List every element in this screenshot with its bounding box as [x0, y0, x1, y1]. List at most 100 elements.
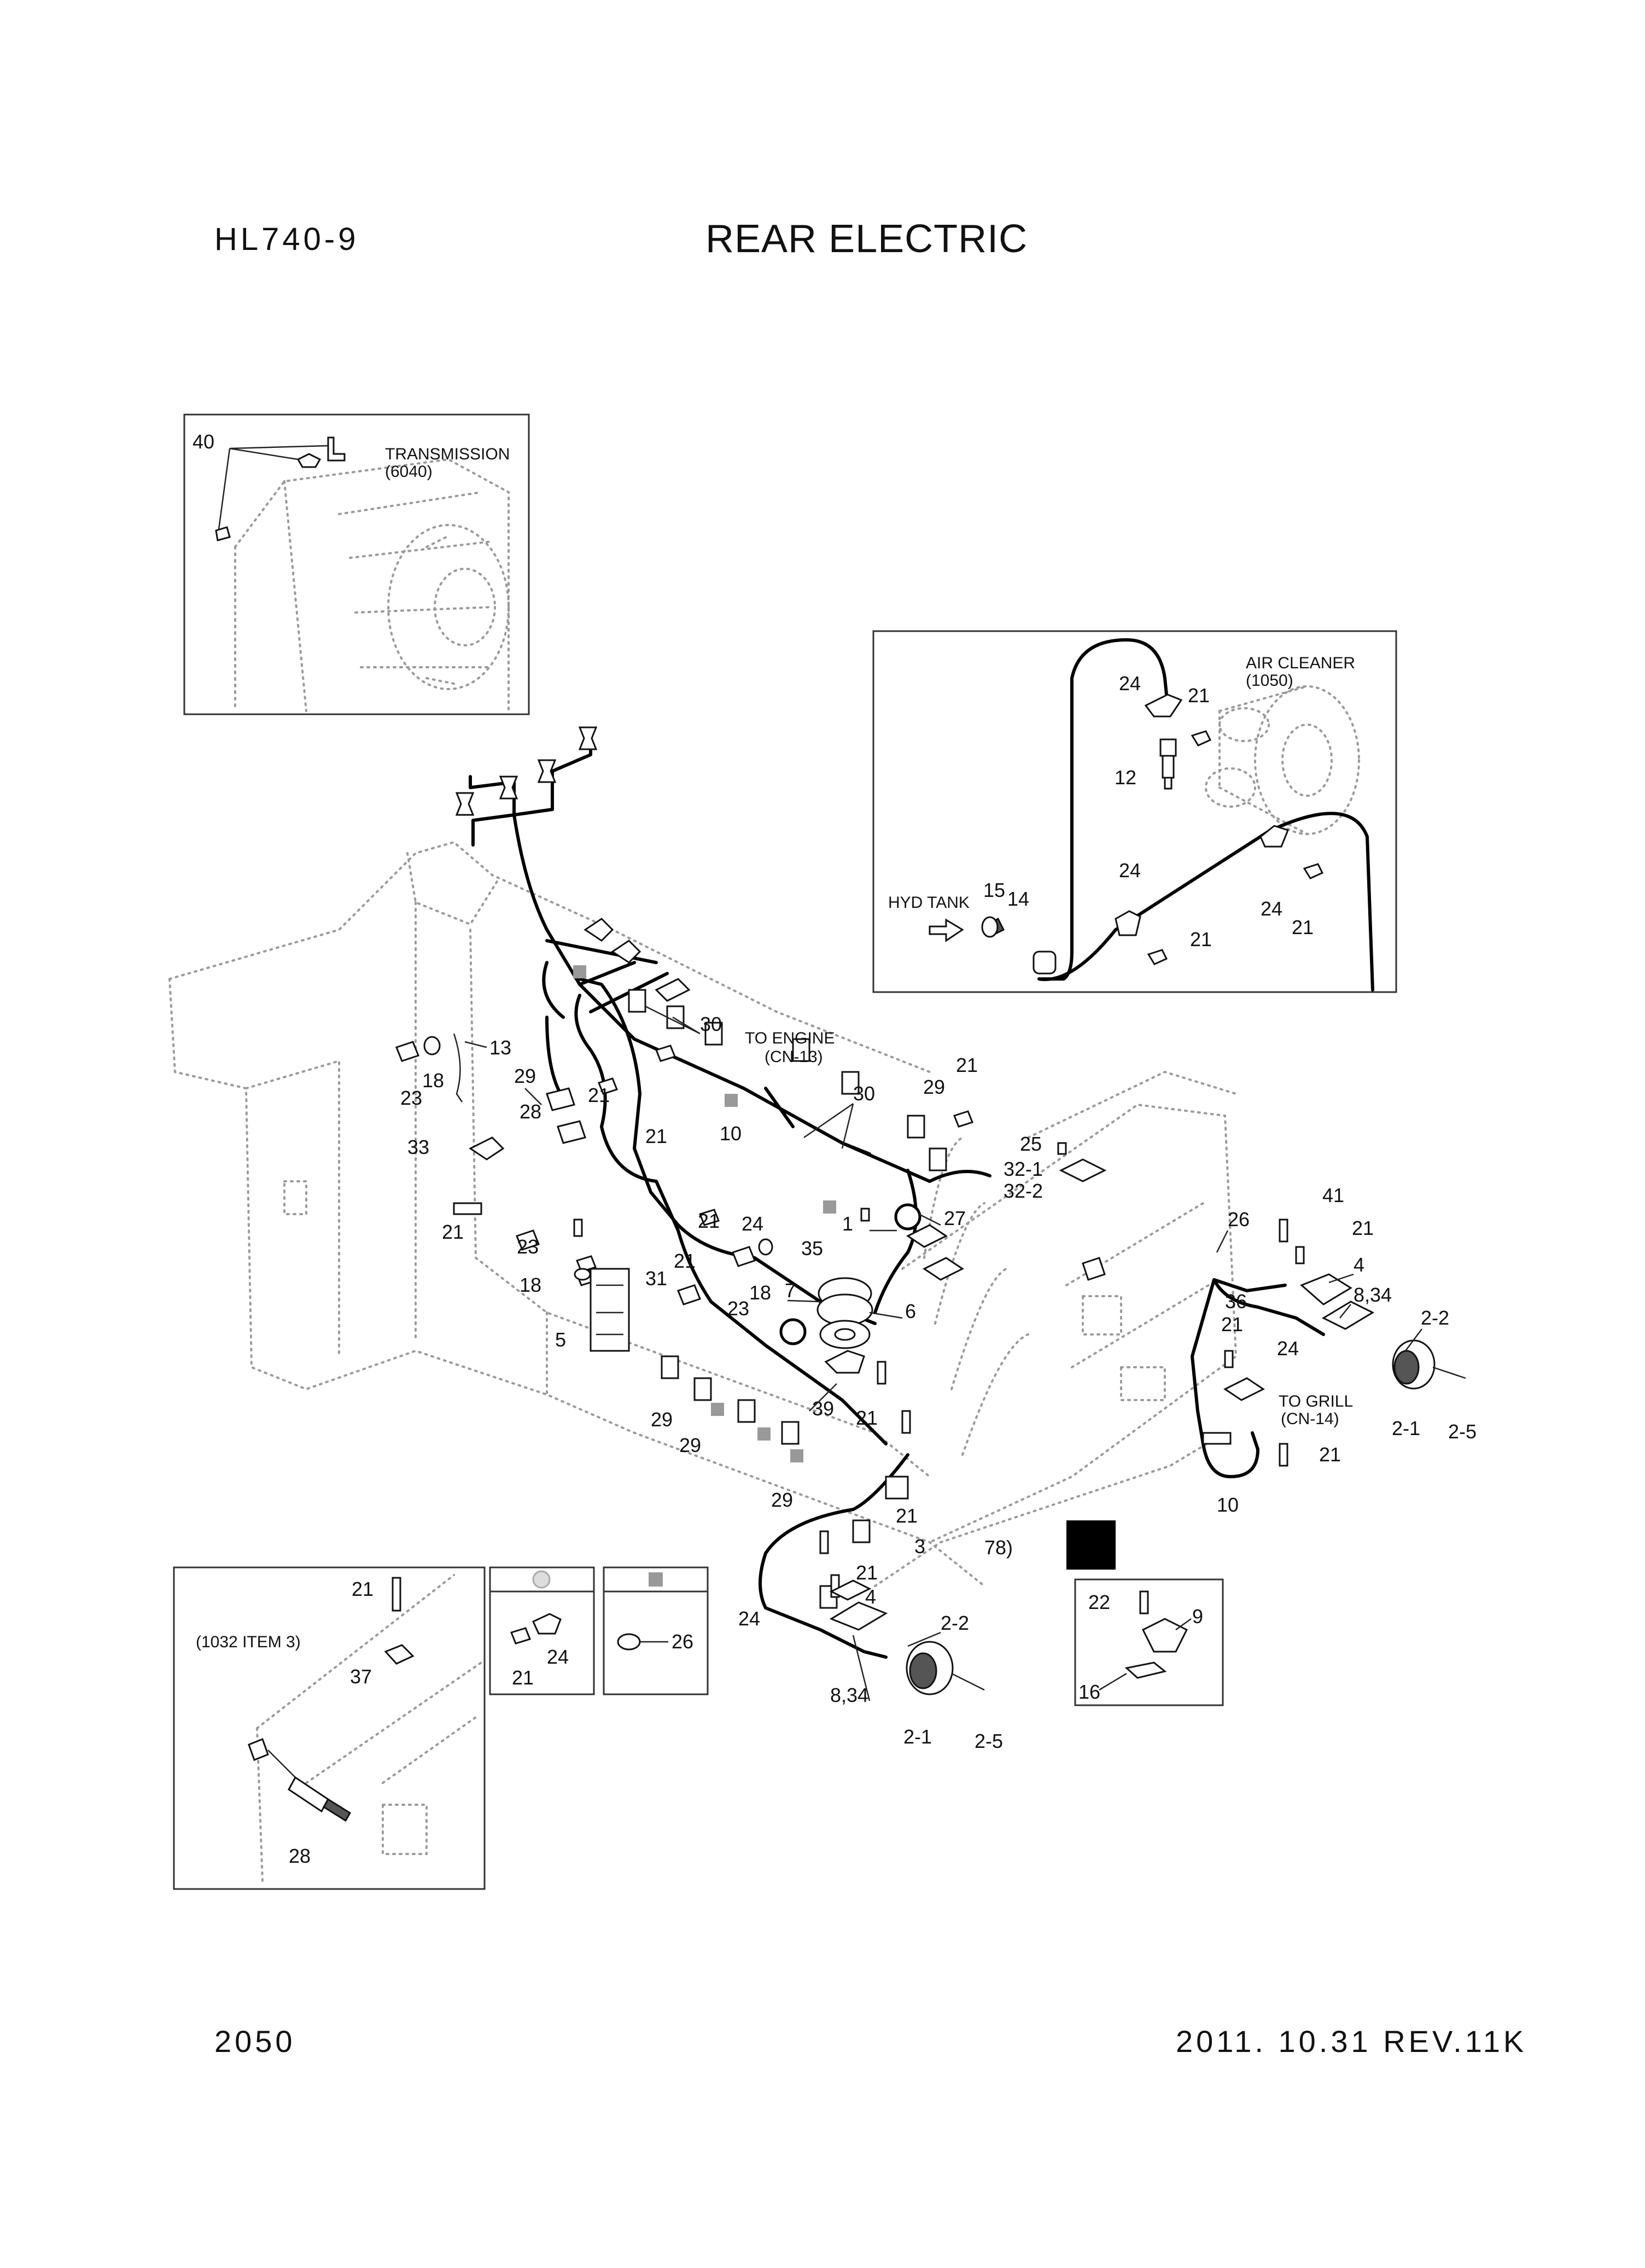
- bolt-21-right: [1303, 863, 1324, 879]
- harness-markers: [573, 965, 921, 1462]
- part-label-24-e: 24: [1277, 1337, 1299, 1360]
- square-marker: [790, 1449, 803, 1462]
- part-label-30-b: 30: [853, 1082, 875, 1105]
- part-label-2-1-a: 2-1: [1392, 1417, 1420, 1439]
- cover-9: [1141, 1618, 1188, 1653]
- circle-marker: [532, 1570, 551, 1589]
- black-reference-box: [1066, 1520, 1116, 1570]
- callout-partial-ref: 78): [984, 1536, 1013, 1559]
- bolt-21-top: [1191, 730, 1212, 747]
- part-label-16: 16: [1078, 1681, 1100, 1703]
- part-label-3: 3: [914, 1535, 925, 1558]
- part-label-21-h: 21: [956, 1054, 978, 1076]
- callout-to-grill: TO GRILL: [1279, 1392, 1353, 1410]
- air-cleaner-inset: 24 21 12 15 14 24 24 21 21 AIR CLEANER (…: [872, 630, 1397, 993]
- part-label-26-a: 26: [1228, 1208, 1250, 1231]
- part-label-29-c: 29: [651, 1408, 673, 1431]
- part-label-21-l: 21: [1221, 1313, 1243, 1336]
- clamp-24-top: [1144, 693, 1183, 718]
- part-label-41: 41: [1322, 1184, 1344, 1206]
- square-marker: [649, 1572, 663, 1587]
- part-label-21-q: 21: [512, 1666, 534, 1689]
- part-label-21-m: 21: [1319, 1443, 1341, 1466]
- part-label-4-a: 4: [1354, 1253, 1364, 1276]
- part-label-40: 40: [192, 430, 214, 453]
- part-label-25: 25: [1020, 1133, 1042, 1155]
- transmission-clips: [215, 436, 346, 541]
- part-label-27: 27: [944, 1207, 966, 1229]
- part-label-29-b: 29: [923, 1076, 945, 1098]
- part-label-21-b: 21: [1292, 916, 1314, 938]
- transmission-inset: 40 TRANSMISSION (6040): [183, 413, 530, 715]
- circle-marker: [894, 1203, 921, 1231]
- part-label-6: 6: [905, 1300, 916, 1322]
- bolts-and-washers: [395, 1036, 1305, 1598]
- callout-to-engine-ref: (CN-13): [765, 1048, 823, 1066]
- machine-frame-drawing: [168, 841, 1238, 1587]
- square-marker: [573, 965, 586, 978]
- circle-legend-inset: 24 21: [489, 1566, 595, 1695]
- part-label-14: 14: [1007, 888, 1029, 910]
- part-label-21-g: 21: [698, 1210, 720, 1232]
- part-label-2-2-b: 2-2: [941, 1612, 969, 1634]
- o-ring-15: [981, 916, 999, 938]
- horn-assembly-7: [816, 1277, 873, 1349]
- part-label-28-a: 28: [520, 1100, 541, 1123]
- part-label-24-b: 24: [1119, 859, 1141, 882]
- callout-transmission-ref: (6040): [385, 463, 433, 481]
- bracket-16: [1124, 1661, 1167, 1679]
- callout-transmission: TRANSMISSION: [385, 445, 510, 463]
- part-label-21-f: 21: [442, 1221, 464, 1243]
- square-legend-frame: [603, 1566, 709, 1695]
- part-label-32-2: 32-2: [1004, 1180, 1043, 1202]
- callout-air-cleaner-ref: (1050): [1246, 672, 1293, 690]
- sensor-28: [248, 1738, 352, 1822]
- bracket-8-34-left: [829, 1601, 888, 1631]
- part-label-8-34-a: 8,34: [1354, 1284, 1392, 1306]
- part-label-28-b: 28: [289, 1845, 311, 1867]
- bracket-5: [590, 1268, 630, 1352]
- part-label-29-d: 29: [679, 1434, 701, 1456]
- callout-air-cleaner: AIR CLEANER: [1246, 654, 1355, 672]
- part-label-9: 9: [1192, 1605, 1203, 1628]
- part-label-21-k: 21: [1352, 1217, 1374, 1239]
- bracket9-inset-frame: [1074, 1578, 1224, 1706]
- part-label-21-o: 21: [856, 1561, 878, 1584]
- model-number: HL740-9: [214, 221, 359, 257]
- part-label-8-34-b: 8,34: [830, 1684, 868, 1706]
- part-label-13: 13: [489, 1036, 511, 1059]
- part-label-2-5-b: 2-5: [975, 1730, 1003, 1752]
- part-label-24-f: 24: [738, 1607, 760, 1630]
- page-number: 2050: [214, 2024, 296, 2059]
- hyd-tank-arrow: [929, 918, 964, 942]
- square-marker: [823, 1200, 836, 1214]
- page-title: REAR ELECTRIC: [705, 217, 1028, 261]
- part-label-21-c: 21: [1190, 928, 1212, 951]
- part-label-10-b: 10: [1217, 1494, 1239, 1516]
- square-marker: [711, 1403, 724, 1416]
- sensor-body: [1032, 951, 1057, 975]
- part-label-22: 22: [1088, 1591, 1110, 1613]
- major-components: [453, 1033, 1466, 1695]
- part-label-21-a: 21: [1188, 684, 1210, 707]
- part-label-31: 31: [645, 1267, 667, 1290]
- item3-inset-frame: [173, 1566, 486, 1890]
- square-marker: [725, 1094, 738, 1107]
- part-label-36: 36: [1225, 1290, 1247, 1313]
- bolt-21-inset: [392, 1577, 401, 1612]
- transmission-inset-frame: [183, 413, 530, 715]
- part-label-10-a: 10: [720, 1122, 742, 1145]
- part-label-2-2-a: 2-2: [1421, 1307, 1449, 1329]
- harness-clamps: [453, 989, 1232, 1609]
- transmission-housing-drawing: [234, 458, 510, 712]
- callout-to-engine: TO ENGINE: [745, 1029, 835, 1047]
- part-label-29-a: 29: [514, 1065, 536, 1087]
- part-label-21-i: 21: [674, 1250, 696, 1272]
- part-label-32-1: 32-1: [1004, 1158, 1043, 1180]
- revision-date: 2011. 10.31 REV.11K: [1176, 2024, 1527, 2059]
- leader-lines: [464, 1005, 1422, 1701]
- work-lamp-left: [906, 1641, 985, 1695]
- part-label-21-j: 21: [856, 1407, 878, 1429]
- part-label-23-a: 23: [400, 1087, 422, 1109]
- relay-32: [1059, 1158, 1107, 1182]
